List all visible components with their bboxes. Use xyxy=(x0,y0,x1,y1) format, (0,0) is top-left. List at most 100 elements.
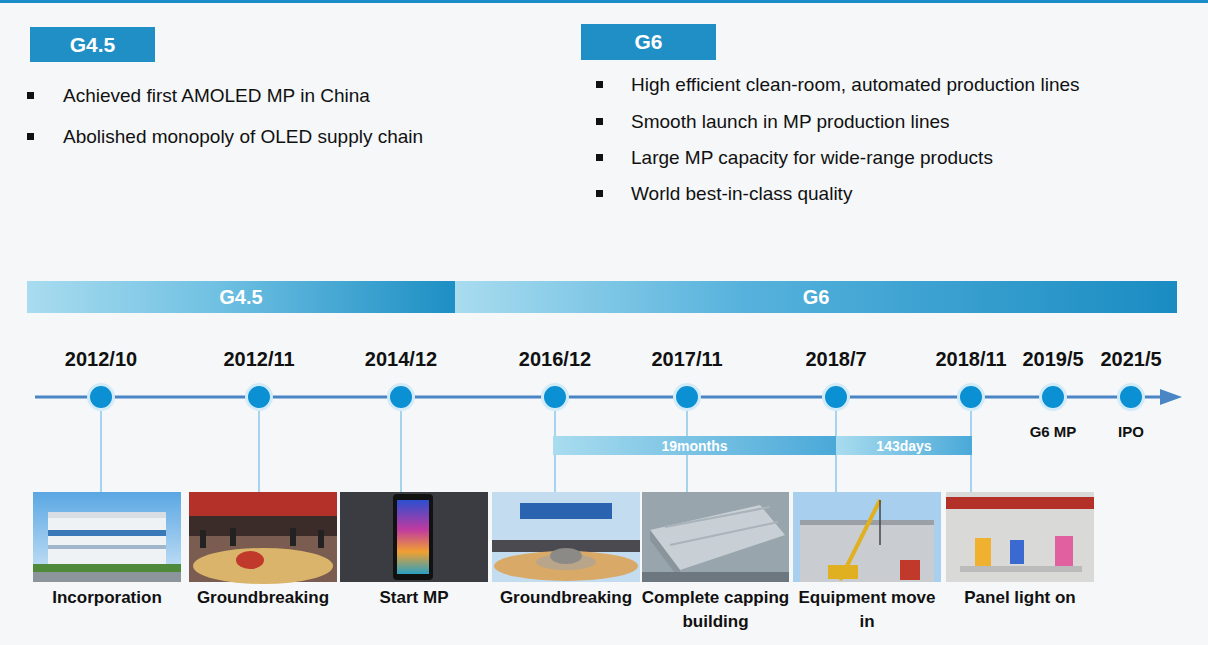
date-label: 2021/5 xyxy=(1100,347,1161,371)
photo-incorporation-part xyxy=(48,516,166,566)
photo-equipment xyxy=(793,492,941,582)
bullet-marks-part xyxy=(596,154,603,161)
date-label: 2016/12 xyxy=(519,347,591,371)
photo-caption: Groundbreaking xyxy=(188,586,338,610)
photo-panel-light-on-part xyxy=(946,497,1094,509)
photo-capping-building-part xyxy=(642,492,789,582)
bullet-text: Large MP capacity for wide-range product… xyxy=(631,146,993,170)
top-rule-part xyxy=(0,0,1208,3)
milestone-photo: Equipment move in xyxy=(793,492,941,582)
node-label: G6 xyxy=(634,30,662,54)
photo-incorporation-part xyxy=(48,545,166,549)
duration-bar: 143days xyxy=(836,436,972,455)
bullet-text: High efficient clean-room, automated pro… xyxy=(631,73,1080,97)
photo-start-mp xyxy=(340,492,488,582)
milestone-dot: 2012/11 xyxy=(245,383,273,411)
photo-capping-building-part xyxy=(642,572,789,582)
photo-groundbreaking-g45-part xyxy=(290,528,296,546)
phase-band: G4.5 xyxy=(27,281,455,313)
bullet-marks-part xyxy=(596,81,603,88)
date-label: 2014/12 xyxy=(365,347,437,371)
milestone-dot: 2018/11 xyxy=(957,383,985,411)
milestone-dot: 2018/7 xyxy=(822,383,850,411)
section-tab: G6 xyxy=(581,24,716,60)
photo-capping-building xyxy=(642,492,789,582)
bullet-marks-part xyxy=(596,118,603,125)
bullet-text: World best-in-class quality xyxy=(631,182,852,206)
photo-caption: Groundbreaking xyxy=(491,586,641,610)
milestone-photo: Incorporation xyxy=(33,492,181,582)
photo-panel-light-on xyxy=(946,492,1094,582)
timeline-axis-part xyxy=(1160,389,1182,405)
photo-equipment-part xyxy=(828,565,858,579)
date-label: 2019/5 xyxy=(1022,347,1083,371)
milestone-dot: 2021/5IPO xyxy=(1117,383,1145,411)
photo-caption: Equipment move in xyxy=(792,586,942,634)
photo-groundbreaking-g45 xyxy=(189,492,337,584)
milestone-dot: 2014/12 xyxy=(387,383,415,411)
photo-groundbreaking-g6-part xyxy=(520,503,612,519)
photo-caption: Panel light on xyxy=(945,586,1095,610)
photo-groundbreaking-g45-part xyxy=(189,516,337,536)
timeline-axis-part xyxy=(35,396,1164,399)
milestone-photo: Groundbreaking xyxy=(189,492,337,582)
photo-start-mp-part xyxy=(340,492,488,582)
phase-band: G6 xyxy=(455,281,1177,313)
bullet-marks-part xyxy=(596,190,603,197)
duration-bar: 19months xyxy=(553,436,836,455)
photo-groundbreaking-g45-part xyxy=(200,530,206,548)
milestone-label: IPO xyxy=(1118,422,1144,442)
section-tab: G4.5 xyxy=(30,27,155,62)
node-label: 19months xyxy=(661,438,727,454)
node-label: G4.5 xyxy=(70,33,116,57)
photo-start-mp-part xyxy=(397,500,429,574)
photo-equipment-part xyxy=(879,500,881,545)
photo-incorporation xyxy=(33,492,181,582)
milestone-label: G6 MP xyxy=(1030,422,1077,442)
photo-start-mp-part xyxy=(393,494,433,580)
photo-groundbreaking-g6-part xyxy=(492,492,640,582)
node-label: 143days xyxy=(876,438,931,454)
milestone-photo: Complete capping building xyxy=(642,492,789,582)
bullet-marks-part xyxy=(27,133,34,140)
date-label: 2017/11 xyxy=(651,347,722,371)
leader-line xyxy=(258,411,260,492)
photo-caption: Incorporation xyxy=(32,586,182,610)
date-label: 2012/11 xyxy=(223,347,294,371)
leader-line xyxy=(400,411,402,492)
photo-incorporation-part xyxy=(33,492,181,582)
photo-equipment-part xyxy=(900,560,920,580)
date-label: 2018/11 xyxy=(935,347,1006,371)
photo-panel-light-on-part xyxy=(1010,540,1024,564)
timeline-axis xyxy=(35,389,1182,405)
bullet-text: Achieved first AMOLED MP in China xyxy=(63,84,370,108)
photo-capping-building-part xyxy=(670,522,778,545)
milestone-dot: 2019/5G6 MP xyxy=(1039,383,1067,411)
photo-caption: Complete capping building xyxy=(641,586,791,634)
milestone-dot: 2016/12 xyxy=(541,383,569,411)
photo-groundbreaking-g45-part xyxy=(193,548,333,584)
bullet-marks xyxy=(27,81,603,197)
photo-groundbreaking-g6-part xyxy=(550,548,582,564)
photo-panel-light-on-part xyxy=(1055,536,1073,566)
milestone-photo: Groundbreaking xyxy=(492,492,640,582)
bullet-text: Abolished monopoly of OLED supply chain xyxy=(63,125,423,149)
date-label: 2018/7 xyxy=(805,347,866,371)
photo-incorporation-part xyxy=(33,564,181,582)
photo-incorporation-part xyxy=(48,530,166,536)
photo-incorporation-part xyxy=(48,512,166,518)
date-label: 2012/10 xyxy=(65,347,137,371)
bullet-marks-part xyxy=(27,92,34,99)
photo-incorporation-part xyxy=(33,572,181,582)
photo-panel-light-on-part xyxy=(960,566,1082,572)
photo-groundbreaking-g45-part xyxy=(189,492,337,516)
top-rule xyxy=(0,0,1208,3)
photo-groundbreaking-g45-part xyxy=(236,551,264,569)
milestone-photo: Start MP xyxy=(340,492,488,582)
photo-groundbreaking-g45-part xyxy=(318,530,324,548)
photo-panel-light-on-part xyxy=(975,538,991,566)
leader-line xyxy=(100,411,102,492)
photo-equipment-part xyxy=(793,492,941,582)
milestone-photo: Panel light on xyxy=(946,492,1094,582)
